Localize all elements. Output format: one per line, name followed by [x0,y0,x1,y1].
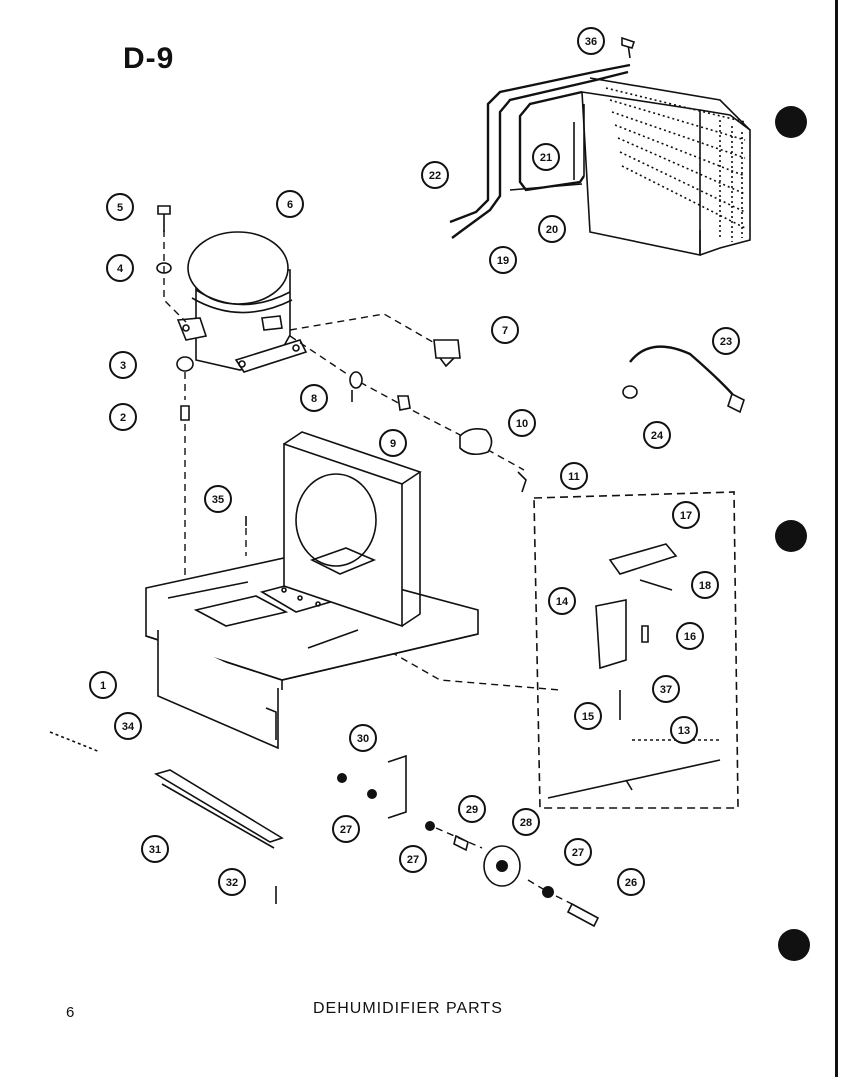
callout-5: 5 [106,193,134,221]
callout-27: 27 [564,838,592,866]
control-assembly-box [533,491,739,809]
callout-16: 16 [676,622,704,650]
control-assembly-parts [547,543,721,799]
callout-number: 6 [287,199,293,211]
callout-number: 30 [357,733,369,745]
mounting-hardware [156,205,194,590]
callout-number: 17 [680,510,692,522]
callout-4: 4 [106,254,134,282]
assembly-path-relay [289,313,439,346]
callout-2: 2 [109,403,137,431]
callout-22: 22 [421,161,449,189]
callout-32: 32 [218,868,246,896]
callout-number: 27 [340,824,352,836]
callout-number: 21 [540,152,552,164]
callout-15: 15 [574,702,602,730]
callout-number: 5 [117,202,123,214]
callout-11: 11 [560,462,588,490]
callout-number: 7 [502,325,508,337]
callout-26: 26 [617,868,645,896]
callout-35: 35 [204,485,232,513]
binder-hole-top [775,106,807,138]
binder-hole-bottom [778,929,810,961]
callout-14: 14 [548,587,576,615]
callout-37: 37 [652,675,680,703]
page-title: D-9 [123,42,175,75]
callout-number: 27 [407,854,419,866]
callout-number: 36 [585,36,597,48]
callout-number: 10 [516,418,528,430]
callout-number: 15 [582,711,594,723]
callout-number: 19 [497,255,509,267]
callout-number: 31 [149,844,161,856]
callout-number: 29 [466,804,478,816]
callout-18: 18 [691,571,719,599]
callout-number: 14 [556,596,569,608]
footer-caption: DEHUMIDIFIER PARTS [313,1000,503,1017]
callout-number: 20 [546,224,558,236]
coil-assembly [449,36,751,256]
callout-7: 7 [491,316,519,344]
callout-30: 30 [349,724,377,752]
callout-29: 29 [458,795,486,823]
callout-number: 27 [572,847,584,859]
callout-21: 21 [532,143,560,171]
callout-number: 11 [568,471,580,483]
callout-8: 8 [300,384,328,412]
callout-6: 6 [276,190,304,218]
lower-hardware [49,731,284,904]
callout-number: 35 [212,494,224,506]
callout-number: 18 [699,580,711,592]
callout-34: 34 [114,712,142,740]
callout-number: 24 [651,430,664,442]
callout-number: 22 [429,170,441,182]
callout-31: 31 [141,835,169,863]
callout-number: 2 [120,412,126,424]
callout-number: 28 [520,817,532,829]
fan-shroud [283,431,422,628]
callout-number: 4 [117,263,124,275]
callout-20: 20 [538,215,566,243]
callout-number: 16 [684,631,696,643]
callout-9: 9 [379,429,407,457]
callout-23: 23 [712,327,740,355]
callout-10: 10 [508,409,536,437]
callout-19: 19 [489,246,517,274]
callout-17: 17 [672,501,700,529]
callout-1: 1 [89,671,117,699]
callout-number: 37 [660,684,672,696]
binder-hole-middle [775,520,807,552]
callout-27: 27 [399,845,427,873]
callout-number: 32 [226,877,238,889]
electrical-components [349,339,527,493]
callout-number: 23 [720,336,732,348]
callout-number: 1 [100,680,106,692]
callout-number: 8 [311,393,317,405]
callout-number: 3 [120,360,126,372]
callout-number: 34 [122,721,135,733]
callout-28: 28 [512,808,540,836]
compressor [176,231,308,373]
callout-36: 36 [577,27,605,55]
power-cord [622,345,745,414]
callout-number: 13 [678,725,690,737]
callout-27: 27 [332,815,360,843]
motor-mount-parts [337,754,600,928]
callout-13: 13 [670,716,698,744]
callout-number: 9 [390,438,396,450]
callout-3: 3 [109,351,137,379]
page-number: 6 [66,1004,75,1021]
callout-24: 24 [643,421,671,449]
callout-number: 26 [625,877,637,889]
